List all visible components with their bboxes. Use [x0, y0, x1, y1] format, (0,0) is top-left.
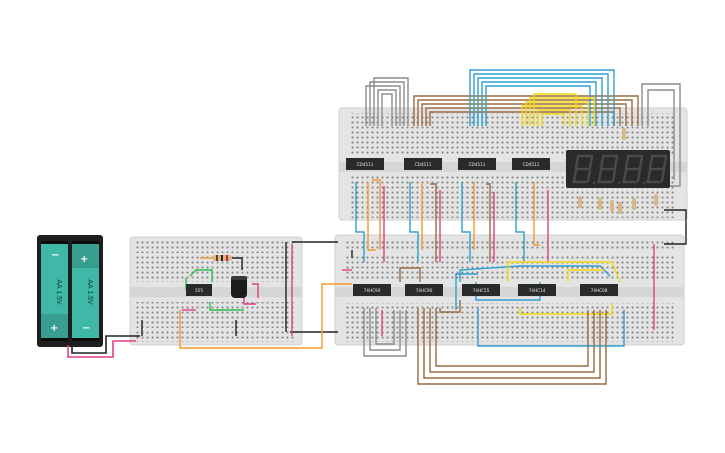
chip-label: CD4511 [523, 162, 540, 167]
battery-pack: − + AA 1.5V + − AA 1.5V [37, 235, 103, 347]
logic-chip-4: 74HC14 [518, 284, 556, 296]
chip-label: 74HC90 [416, 288, 433, 293]
battery-plus-symbol: + [80, 254, 88, 265]
chip-label: 555 [195, 288, 203, 293]
chip-label: 74HC08 [591, 288, 608, 293]
resistor [212, 255, 232, 261]
timer-chip: 555 [186, 284, 212, 296]
decoder-chip-4: CD4511 [512, 158, 550, 170]
display-resistors [578, 128, 658, 214]
battery-cell-2: + − AA 1.5V [72, 244, 99, 338]
chip-label: CD4511 [415, 162, 432, 167]
display-digit-3 [621, 154, 644, 184]
logic-chip-1: 74HC90 [353, 284, 391, 296]
chip-label: CD4511 [469, 162, 486, 167]
display-digit-1 [571, 154, 594, 184]
battery-plus-symbol: + [50, 323, 58, 334]
display-digit-2 [596, 154, 619, 184]
battery-minus-symbol: − [82, 323, 90, 334]
decoder-chip-2: CD4511 [404, 158, 442, 170]
logic-chip-3: 74HC55 [462, 284, 500, 296]
wires-blue-top [469, 69, 615, 126]
logic-chip-2: 74HC90 [405, 284, 443, 296]
battery-cell-1: − + AA 1.5V [41, 244, 68, 338]
seven-segment-display [566, 150, 670, 188]
logic-chip-5: 74HC08 [580, 284, 618, 296]
decoder-chip-1: CD4511 [346, 158, 384, 170]
chip-label: 74HC14 [529, 288, 546, 293]
capacitor [231, 276, 247, 298]
battery-cell-label: AA 1.5V [86, 279, 93, 305]
display-digit-4 [645, 154, 668, 184]
wires-yellow-top [521, 93, 595, 126]
decoder-chip-3: CD4511 [458, 158, 496, 170]
wires-interboard [355, 179, 549, 262]
wires-left [141, 244, 352, 349]
battery-leads [67, 335, 140, 358]
battery-cell-label: AA 1.5V [55, 279, 62, 305]
chip-label: 74HC55 [473, 288, 490, 293]
chip-label: 74HC90 [364, 288, 381, 293]
wires-bottom [285, 209, 687, 385]
breadboard-left [129, 236, 303, 346]
chip-label: CD4511 [357, 162, 374, 167]
battery-minus-symbol: − [51, 250, 59, 261]
wires-gray-top [365, 77, 681, 187]
